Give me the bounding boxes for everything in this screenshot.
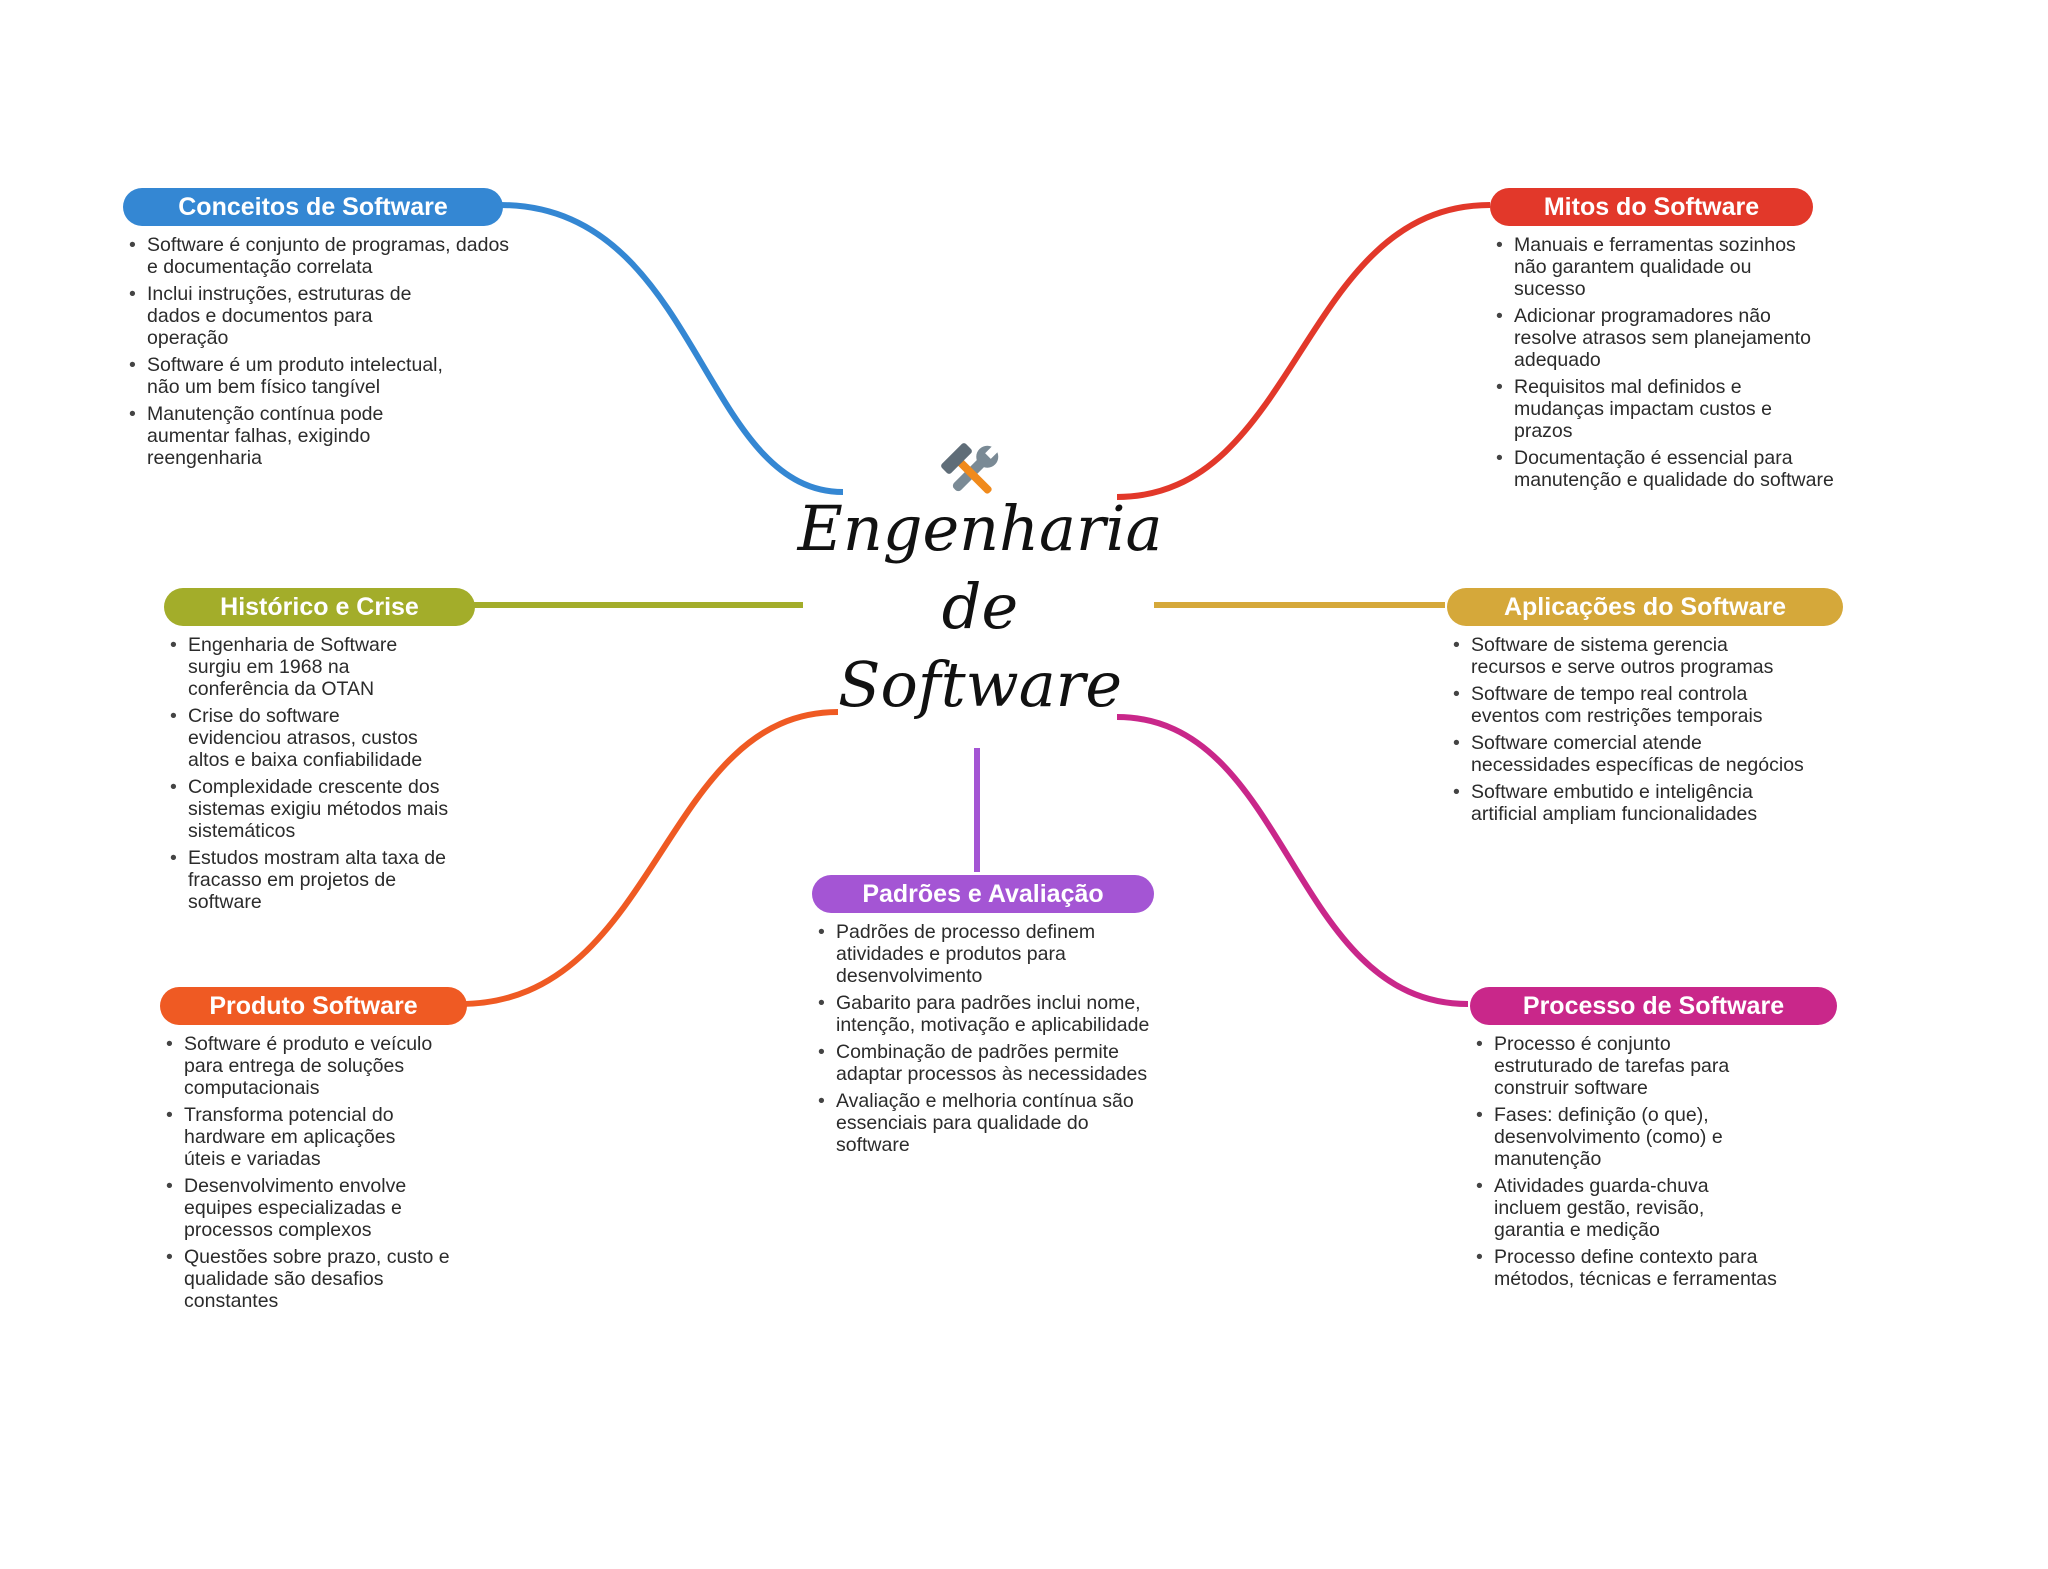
connector-conceitos [499,202,844,495]
branch-aplicacoes: Aplicações do Software Software de siste… [1447,588,1843,830]
title-line-3: Software [837,648,1123,721]
branch-title-pill: Conceitos de Software [123,188,503,226]
branch-title-pill: Produto Software [160,987,467,1025]
bullet-list: Engenharia de Software surgiu em 1968 na… [164,634,494,913]
branch-title: Produto Software [209,992,418,1020]
connector-processo [1116,714,1469,1007]
branch-title-pill: Mitos do Software [1490,188,1813,226]
branch-title: Padrões e Avaliação [862,880,1104,908]
list-item: Software de sistema gerencia recursos e … [1447,634,1817,678]
list-item: Transforma potencial do hardware em apli… [160,1104,470,1170]
list-item: Combinação de padrões permite adaptar pr… [812,1041,1182,1085]
branch-title: Conceitos de Software [178,193,448,221]
branch-title-pill: Histórico e Crise [164,588,475,626]
list-item: Processo é conjunto estruturado de taref… [1470,1033,1800,1099]
branch-processo: Processo de Software Processo é conjunto… [1470,987,1837,1295]
branch-title: Aplicações do Software [1503,593,1787,621]
list-item: Requisitos mal definidos e mudanças impa… [1490,376,1835,442]
list-item: Adicionar programadores não resolve atra… [1490,305,1835,371]
title-line-2: de [941,570,1019,643]
list-item: Documentação é essencial para manutenção… [1490,447,1835,491]
list-item: Software é um produto intelectual, não u… [123,354,523,398]
list-item: Gabarito para padrões inclui nome, inten… [812,992,1182,1036]
branch-produto: Produto Software Software é produto e ve… [160,987,490,1317]
branch-title: Histórico e Crise [220,593,419,621]
branch-mitos: Mitos do Software Manuais e ferramentas … [1490,188,1840,496]
list-item: Complexidade crescente dos sistemas exig… [164,776,494,842]
connector-mitos [1116,202,1491,500]
list-item: Desenvolvimento envolve equipes especial… [160,1175,470,1241]
list-item: Atividades guarda-chuva incluem gestão, … [1470,1175,1800,1241]
branch-title: Mitos do Software [1543,193,1760,221]
hammer-and-wrench-icon [936,440,1006,511]
list-item: Software de tempo real controla eventos … [1447,683,1817,727]
list-item: Manutenção contínua pode aumentar falhas… [123,403,523,469]
branch-historico: Histórico e Crise Engenharia de Software… [164,588,494,918]
list-item: Manuais e ferramentas sozinhos não garan… [1490,234,1835,300]
bullet-list: Software é conjunto de programas, dados … [123,234,523,469]
branch-title-pill: Padrões e Avaliação [812,875,1154,913]
branch-padroes: Padrões e Avaliação Padrões de processo … [812,875,1182,1161]
list-item: Crise do software evidenciou atrasos, cu… [164,705,494,771]
list-item: Processo define contexto para métodos, t… [1470,1246,1800,1290]
bullet-list: Software é produto e veículo para entreg… [160,1033,470,1312]
connector-produto [459,709,839,1007]
bullet-list: Manuais e ferramentas sozinhos não garan… [1490,234,1835,491]
branch-conceitos: Conceitos de Software Software é conjunt… [123,188,523,474]
branch-title: Processo de Software [1522,992,1785,1020]
bullet-list: Software de sistema gerencia recursos e … [1447,634,1817,825]
central-topic-title: Engenharia de Software [790,490,1170,724]
list-item: Estudos mostram alta taxa de fracasso em… [164,847,494,913]
list-item: Software comercial atende necessidades e… [1447,732,1817,776]
list-item: Padrões de processo definem atividades e… [812,921,1182,987]
bullet-list: Padrões de processo definem atividades e… [812,921,1182,1156]
list-item: Software embutido e inteligência artific… [1447,781,1817,825]
branch-title-pill: Processo de Software [1470,987,1837,1025]
list-item: Software é produto e veículo para entreg… [160,1033,470,1099]
list-item: Questões sobre prazo, custo e qualidade … [160,1246,470,1312]
list-item: Software é conjunto de programas, dados … [123,234,523,278]
list-item: Engenharia de Software surgiu em 1968 na… [164,634,494,700]
bullet-list: Processo é conjunto estruturado de taref… [1470,1033,1800,1290]
list-item: Avaliação e melhoria contínua são essenc… [812,1090,1182,1156]
list-item: Inclui instruções, estruturas de dados e… [123,283,523,349]
list-item: Fases: definição (o que), desenvolviment… [1470,1104,1800,1170]
branch-title-pill: Aplicações do Software [1447,588,1843,626]
title-line-1: Engenharia [797,492,1163,565]
